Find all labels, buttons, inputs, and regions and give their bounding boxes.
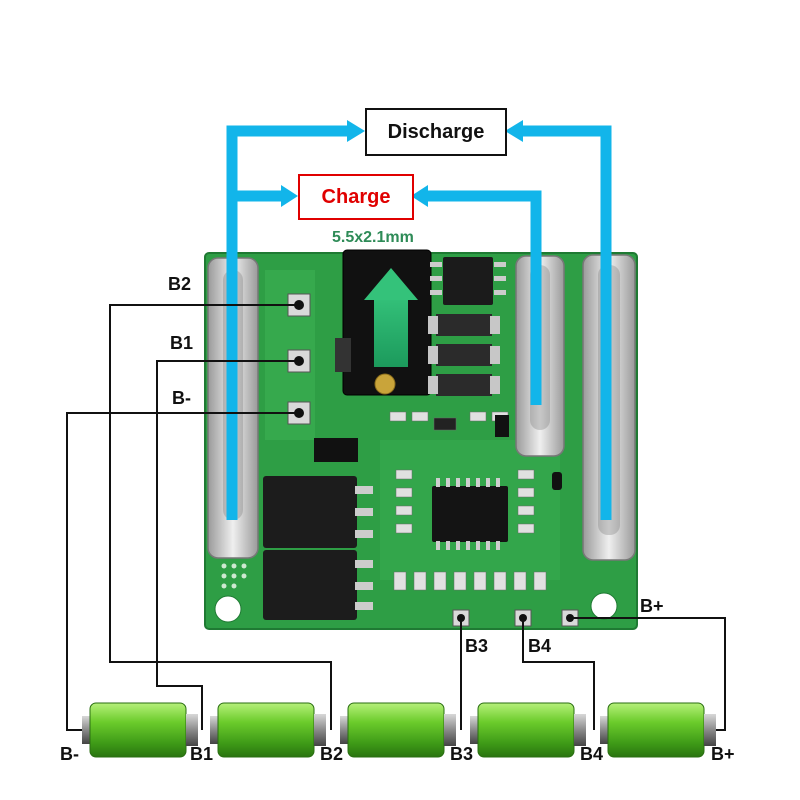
- charge-label: Charge: [298, 174, 414, 220]
- pad-label-b3: B3: [465, 636, 489, 656]
- board-pads: [287, 293, 579, 627]
- pad-label-b2: B2: [168, 274, 192, 294]
- charge-arrowheads: [281, 185, 428, 207]
- battery-cell: [82, 702, 198, 758]
- discharge-path-arrow: [226, 125, 612, 520]
- connector-arrow: [364, 268, 418, 367]
- pad-label-bplus: B+: [640, 596, 664, 616]
- discharge-label: Discharge: [365, 108, 507, 156]
- battery-pack: [82, 702, 716, 758]
- battery-cell: [340, 702, 456, 758]
- connector-size-label: 5.5x2.1mm: [332, 229, 414, 246]
- battery-terminal-label: B4: [580, 744, 604, 764]
- battery-terminal-label: B1: [190, 744, 214, 764]
- pad-label-b1: B1: [170, 333, 194, 353]
- wiring: [66, 304, 726, 731]
- pad-label-bminus: B-: [172, 388, 191, 408]
- charge-path-arrow: [232, 190, 542, 405]
- battery-cell: [470, 702, 586, 758]
- battery-terminal-label: B3: [450, 744, 474, 764]
- battery-cell: [210, 702, 326, 758]
- battery-cell: [600, 702, 716, 758]
- battery-terminal-label: B+: [711, 744, 735, 764]
- pad-label-b4: B4: [528, 636, 552, 656]
- discharge-arrowheads: [347, 120, 523, 142]
- components: [263, 257, 562, 620]
- battery-terminal-label: B-: [60, 744, 79, 764]
- battery-terminal-label: B2: [320, 744, 344, 764]
